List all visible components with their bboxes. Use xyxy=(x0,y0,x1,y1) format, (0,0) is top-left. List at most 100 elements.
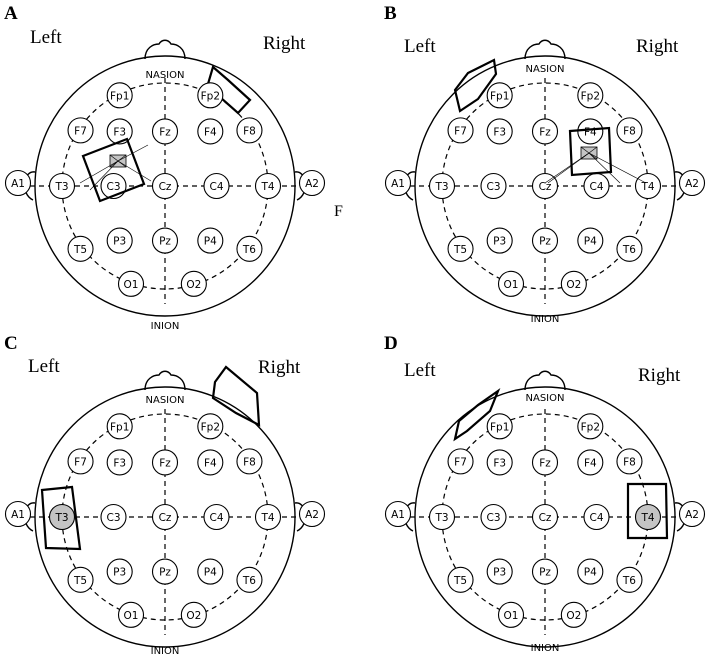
electrode-label-pz: Pz xyxy=(159,567,171,579)
electrode-label-t3: T3 xyxy=(434,512,448,524)
electrode-c3 xyxy=(480,172,507,200)
electrode-f8 xyxy=(236,448,263,475)
electrode-label-fp2: Fp2 xyxy=(201,421,220,433)
electrode-c4 xyxy=(203,503,230,531)
electrode-label-f7: F7 xyxy=(454,125,467,137)
electrode-pz xyxy=(531,558,559,585)
electrode-pz xyxy=(531,227,559,254)
electrode-label-p4: P4 xyxy=(584,236,597,248)
electrode-label-f4: F4 xyxy=(584,457,597,469)
electrode-label-t4: T4 xyxy=(640,512,654,524)
guide-line xyxy=(547,152,590,184)
electrode-t5 xyxy=(67,566,94,593)
electrode-label-fp1: Fp1 xyxy=(490,90,509,102)
electrode-t3 xyxy=(48,172,76,200)
left-label: Left xyxy=(404,36,436,57)
electrode-p4 xyxy=(577,227,604,254)
electrode-fz xyxy=(531,118,559,145)
nasion-label: NASION xyxy=(146,395,185,406)
electrode-label-f8: F8 xyxy=(243,125,256,137)
electrode-label-t3: T3 xyxy=(434,181,448,193)
electrode-a1 xyxy=(384,169,412,197)
frontal-electrode-box xyxy=(453,387,501,442)
nasion-label: NASION xyxy=(146,70,185,81)
electrode-f8 xyxy=(616,448,643,475)
electrode-o1 xyxy=(497,601,525,628)
electrode-label-f4: F4 xyxy=(204,457,217,469)
electrode-pz xyxy=(151,227,179,254)
electrode-f4 xyxy=(197,118,224,145)
electrode-c3 xyxy=(100,503,127,531)
nose-outline xyxy=(524,370,566,391)
left-label: Left xyxy=(404,360,436,381)
electrode-label-a1: A1 xyxy=(11,178,25,190)
electrode-o2 xyxy=(560,270,587,297)
electrode-label-c4: C4 xyxy=(209,181,223,193)
placement-box xyxy=(81,137,146,203)
electrode-label-t6: T6 xyxy=(622,575,636,587)
electrode-label-t6: T6 xyxy=(242,575,256,587)
electrode-c3 xyxy=(480,503,507,531)
nose-outline xyxy=(144,370,186,391)
electrode-o2 xyxy=(560,601,587,628)
electrode-p4 xyxy=(577,558,604,585)
electrode-f7 xyxy=(447,117,474,144)
electrode-label-fp1: Fp1 xyxy=(110,90,129,102)
electrode-f7 xyxy=(67,117,94,144)
electrode-t6 xyxy=(236,566,263,593)
stray-label: F xyxy=(334,203,343,220)
electrode-p3 xyxy=(486,558,513,585)
electrode-label-o2: O2 xyxy=(186,610,201,622)
electrode-f8 xyxy=(236,117,263,144)
guide-line xyxy=(89,160,119,191)
electrode-fp1 xyxy=(486,82,513,109)
electrode-fp1 xyxy=(106,82,133,109)
electrode-t4 xyxy=(254,172,282,200)
electrode-a2 xyxy=(298,169,326,197)
inion-label: INION xyxy=(531,643,560,654)
electrode-label-t6: T6 xyxy=(622,244,636,256)
electrode-label-p3: P3 xyxy=(113,236,126,248)
electrode-o2 xyxy=(180,270,207,297)
electrode-label-t5: T5 xyxy=(73,575,87,587)
electrode-label-f7: F7 xyxy=(74,125,87,137)
electrode-o1 xyxy=(497,270,525,297)
guide-line xyxy=(117,160,152,182)
panel-letter: A xyxy=(4,3,18,24)
electrode-label-cz: Cz xyxy=(539,512,552,524)
electrode-label-o2: O2 xyxy=(566,279,581,291)
nasion-label: NASION xyxy=(526,64,565,75)
electrode-p3 xyxy=(106,227,133,254)
guide-line xyxy=(588,152,621,184)
electrode-fp2 xyxy=(577,82,604,109)
electrode-label-o1: O1 xyxy=(124,610,139,622)
electrode-fp2 xyxy=(197,82,224,109)
electrode-label-pz: Pz xyxy=(539,236,551,248)
electrode-label-f4: F4 xyxy=(204,126,217,138)
electrode-t4 xyxy=(634,172,662,200)
electrode-t4 xyxy=(634,503,662,531)
placement-box xyxy=(568,126,613,177)
electrode-label-c3: C3 xyxy=(486,512,500,524)
electrode-label-o1: O1 xyxy=(504,279,519,291)
right-label: Right xyxy=(636,36,679,57)
electrode-t5 xyxy=(67,235,94,262)
electrode-label-cz: Cz xyxy=(539,181,552,193)
electrode-label-t4: T4 xyxy=(260,181,274,193)
electrode-label-t5: T5 xyxy=(453,244,467,256)
electrode-cz xyxy=(151,172,179,200)
electrode-f3 xyxy=(106,118,133,145)
guide-line xyxy=(79,160,119,184)
electrode-t5 xyxy=(447,235,474,262)
electrode-label-fz: Fz xyxy=(539,126,551,138)
electrode-label-a1: A1 xyxy=(11,509,25,521)
electrode-label-f3: F3 xyxy=(493,126,506,138)
nasion-label: NASION xyxy=(526,393,565,404)
guide-line xyxy=(588,152,647,184)
electrode-t5 xyxy=(447,566,474,593)
electrode-fz xyxy=(531,449,559,476)
electrode-label-fp1: Fp1 xyxy=(110,421,129,433)
